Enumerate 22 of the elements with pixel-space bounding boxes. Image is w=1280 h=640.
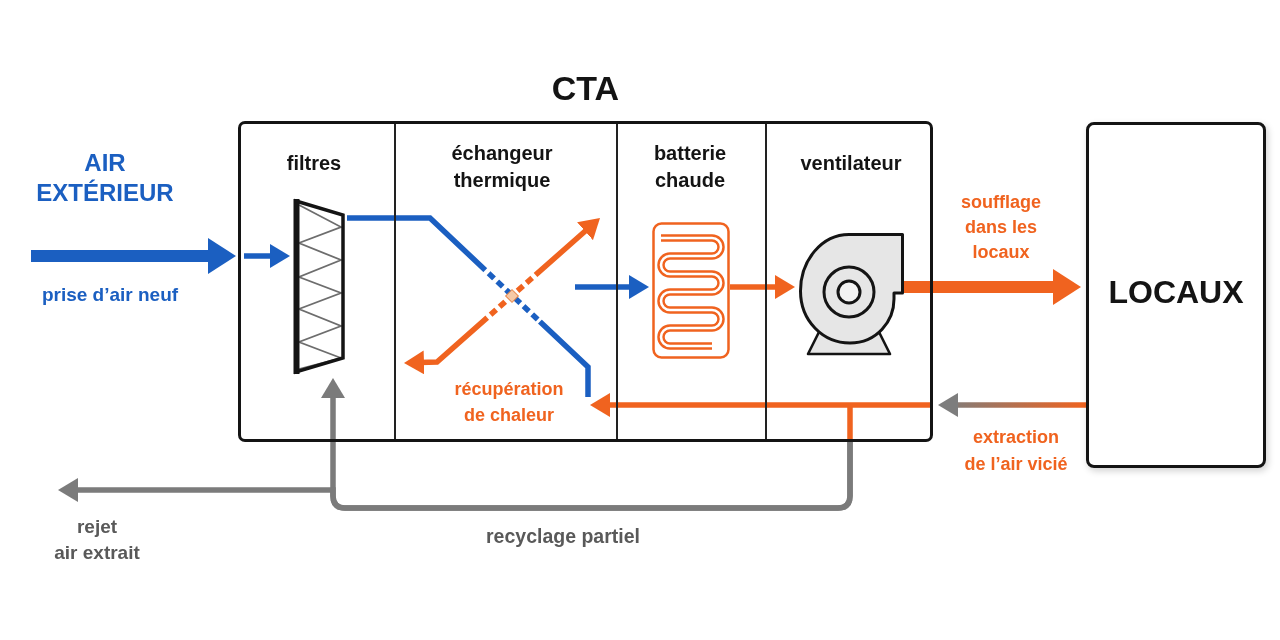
arrow: [575, 275, 649, 299]
side-heading: AIR EXTÉRIEUR: [36, 148, 174, 208]
section-title: filtres: [286, 151, 342, 176]
unit-title: CTA: [551, 70, 620, 106]
filter-icon: [293, 198, 345, 375]
arrow: [730, 275, 795, 299]
section-title: batterie chaude: [653, 141, 727, 193]
connector-line: [347, 215, 591, 397]
arrow: [31, 238, 236, 274]
section-caption: récupération de chaleur: [454, 378, 564, 427]
arrow: [590, 393, 933, 442]
arrow: [904, 269, 1081, 305]
arrow: [404, 218, 600, 375]
room-title: LOCAUX: [1108, 274, 1244, 310]
arrow: [244, 244, 290, 268]
arrow: [938, 393, 1086, 417]
fan-icon: [799, 233, 904, 356]
room-box: [1086, 122, 1266, 468]
heating-coil-icon: [652, 222, 730, 359]
section-title: ventilateur: [800, 151, 902, 176]
arrow: [58, 442, 853, 511]
section-title: échangeur thermique: [451, 141, 553, 193]
